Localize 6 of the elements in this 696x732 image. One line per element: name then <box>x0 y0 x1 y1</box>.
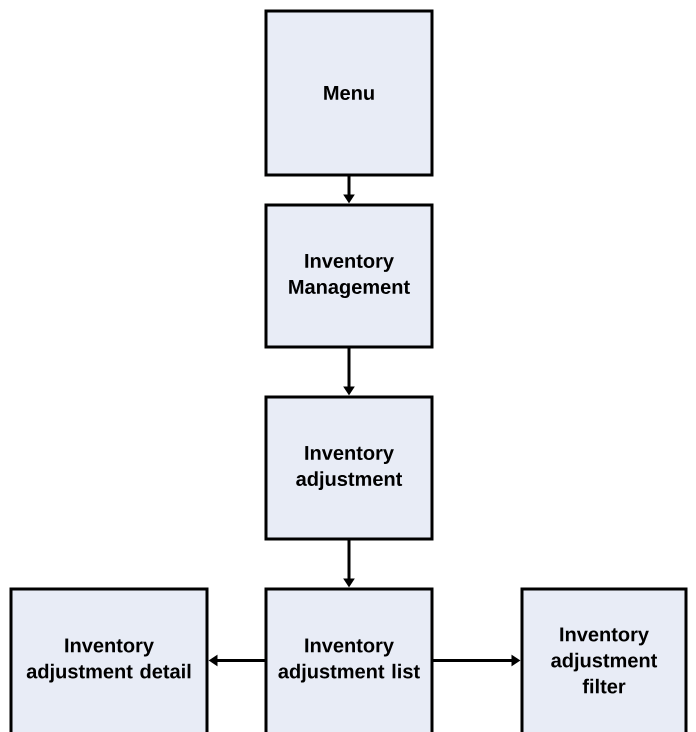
process-box: Inventory adjustment <box>264 396 434 540</box>
process-box: Inventory adjustment filter <box>520 588 688 732</box>
process-box: Inventory Management <box>264 204 434 348</box>
process-box: Inventory adjustment list <box>264 588 434 732</box>
process-box: Menu <box>264 10 434 176</box>
process-box: Inventory adjustment detail <box>10 588 208 732</box>
